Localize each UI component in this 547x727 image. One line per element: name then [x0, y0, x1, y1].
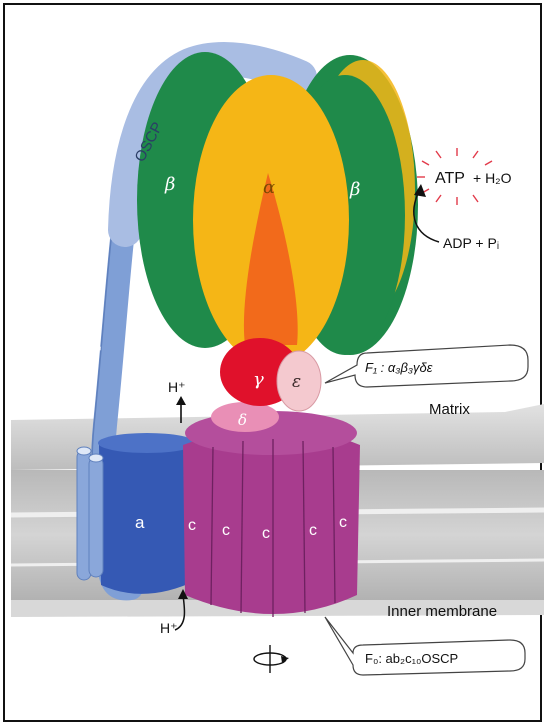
a-label: a [135, 513, 145, 532]
c-ring [183, 411, 360, 617]
h-plus-top-label: H⁺ [168, 379, 186, 395]
figure-frame: OSCP β α β γ ε δ b₂ a c c c c c H⁺ H⁺ AT… [3, 3, 542, 722]
matrix-label: Matrix [429, 401, 470, 418]
subunit-a [98, 433, 197, 594]
b2-label: b₂ [86, 344, 103, 359]
f1-formula: F₁ : α₃β₃γδε [365, 360, 433, 375]
adp-label: ADP + Pᵢ [443, 235, 499, 251]
gamma-label: γ [253, 369, 264, 390]
b-stalk-tubes [77, 447, 103, 580]
rotation-arrow-icon [254, 645, 289, 673]
c-label-2: c [222, 522, 230, 539]
c-label-4: c [309, 522, 317, 539]
c-label-5: c [339, 514, 347, 531]
beta-left-label: β [164, 174, 175, 195]
epsilon-label: ε [292, 372, 301, 392]
inner-membrane-label: Inner membrane [387, 603, 497, 620]
delta-label: δ [238, 411, 247, 429]
beta-right-label: β [349, 179, 360, 200]
alpha-label: α [263, 177, 275, 198]
h-plus-bottom-label: H⁺ [160, 620, 178, 636]
atp-label: ATP [435, 170, 465, 187]
h2o-label: + H₂O [473, 170, 512, 186]
c-label-1: c [188, 517, 196, 534]
fo-formula: F₀: ab₂c₁₀OSCP [365, 651, 458, 666]
c-label-3: c [262, 525, 270, 542]
fo-callout [325, 617, 525, 675]
